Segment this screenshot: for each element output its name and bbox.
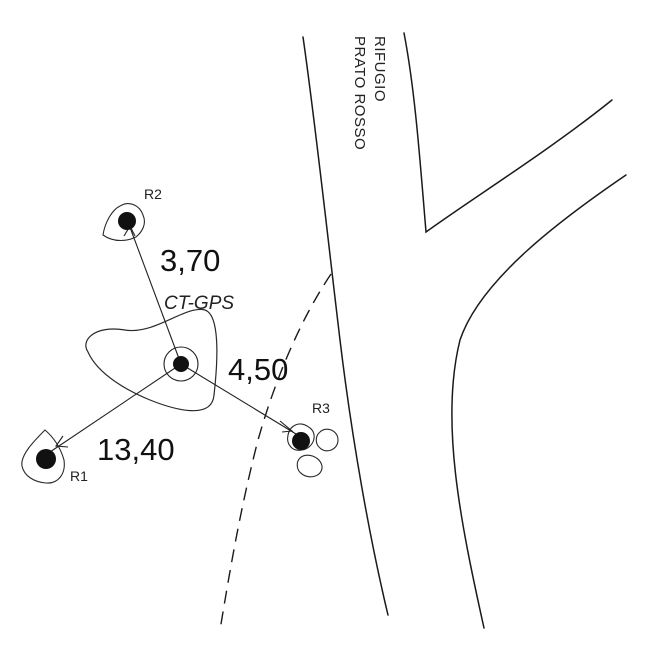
r2-marker xyxy=(118,212,136,230)
r2-distance-label: 3,70 xyxy=(160,243,220,278)
arrowhead-r1 xyxy=(55,435,69,448)
r3-rock-cluster xyxy=(287,423,339,478)
ct-gps-marker xyxy=(173,356,189,372)
r1-label: R1 xyxy=(70,468,88,484)
distance-line-r1 xyxy=(49,363,182,453)
road-name-label: RIFUGIO PRATO ROSSO xyxy=(351,36,388,150)
road-name-line1: RIFUGIO xyxy=(371,36,388,102)
r3-distance-label: 4,50 xyxy=(228,352,288,387)
arrowhead-r3 xyxy=(279,420,294,433)
ct-gps-label: CT-GPS xyxy=(164,293,234,314)
dashed-trail xyxy=(219,273,332,631)
r2-label: R2 xyxy=(144,186,162,202)
road-right-edge-upper xyxy=(403,32,613,234)
ct-gps-area-outline xyxy=(85,308,218,412)
road-left-edge xyxy=(302,36,389,616)
road-right-edge-lower xyxy=(451,174,627,629)
r1-marker xyxy=(36,449,56,469)
distance-line-r3 xyxy=(180,363,297,435)
distance-line-r2 xyxy=(127,221,182,365)
r1-distance-label: 13,40 xyxy=(97,432,175,467)
r3-marker xyxy=(292,432,310,450)
road-name-line2: PRATO ROSSO xyxy=(351,36,368,150)
ct-gps-ring xyxy=(163,346,199,382)
r3-label: R3 xyxy=(312,400,330,416)
